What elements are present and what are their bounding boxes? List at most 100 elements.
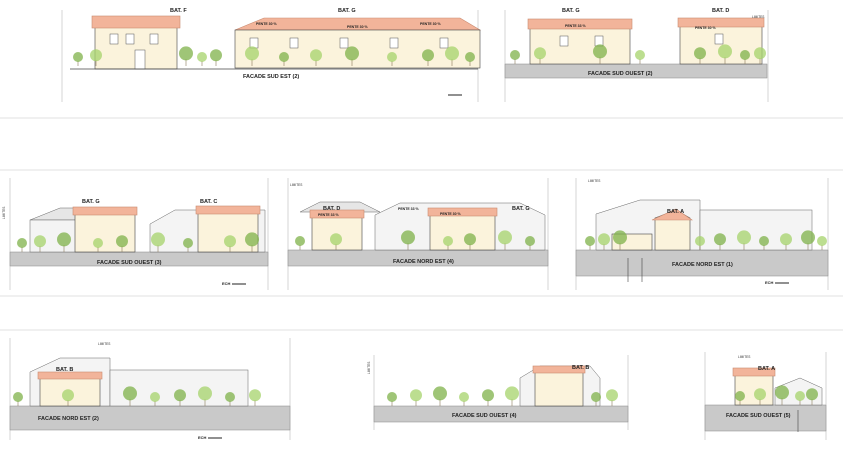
scale-bars	[208, 94, 789, 439]
tree-icon	[225, 392, 235, 402]
limits-label: LIMITES	[98, 342, 110, 346]
tree-icon	[387, 52, 397, 62]
limits-label: LIMITES	[588, 179, 600, 183]
row-separators	[0, 117, 843, 331]
scale-label: ECH	[222, 281, 231, 286]
bat-label: BAT. G	[82, 199, 100, 205]
tree-icon	[174, 389, 186, 402]
labels: BAT. F BAT. G PENTE 30 % PENTE 30 % PENT…	[2, 8, 791, 440]
tree-icon	[737, 230, 751, 245]
tree-icon	[754, 47, 766, 60]
tree-icon	[13, 392, 23, 402]
tree-icon	[116, 235, 128, 248]
bat-label: BAT. F	[170, 8, 187, 14]
bat-label: BAT. B	[572, 365, 589, 371]
limits-label: LIMITES	[290, 183, 302, 187]
tree-icon	[613, 230, 627, 245]
tree-icon	[210, 49, 222, 62]
slope-label: PENTE 30 %	[347, 25, 369, 29]
slope-label: PENTE 30 %	[440, 212, 462, 216]
tree-icon	[593, 44, 607, 59]
tree-icon	[62, 389, 74, 402]
tree-icon	[759, 236, 769, 246]
tree-icon	[606, 389, 618, 402]
tree-icon	[443, 236, 453, 246]
tree-layer	[13, 44, 827, 406]
elevation-title: FACADE SUD OUEST (5)	[726, 413, 791, 419]
tree-icon	[90, 49, 102, 62]
tree-icon	[775, 385, 789, 400]
bat-label: BAT. C	[200, 199, 217, 205]
tree-icon	[505, 386, 519, 401]
tree-icon	[754, 388, 766, 401]
slope-label: PENTE 33 %	[565, 24, 587, 28]
tree-icon	[464, 233, 476, 246]
tree-icon	[817, 236, 827, 246]
tree-icon	[498, 230, 512, 245]
elevation-title: FACADE SUD EST (2)	[243, 74, 299, 80]
tree-icon	[279, 52, 289, 62]
tree-icon	[123, 386, 137, 401]
tree-icon	[179, 46, 193, 61]
tree-icon	[735, 391, 745, 401]
elevation-facade-sud-ouest-4	[373, 355, 629, 430]
tree-icon	[459, 392, 469, 402]
slope-label: PENTE 30 %	[420, 22, 442, 26]
elevation-facade-sud-ouest-3	[9, 178, 269, 290]
elevation-facade-sud-ouest-2	[504, 10, 769, 102]
tree-icon	[806, 388, 818, 401]
elevation-facade-sud-est-2	[61, 10, 482, 102]
bat-label: BAT. D	[712, 8, 729, 14]
tree-icon	[795, 391, 805, 401]
scale-label: ECH	[765, 280, 774, 285]
bat-label: BAT. A	[758, 366, 775, 372]
elevation-title: FACADE NORD EST (1)	[672, 262, 733, 268]
tree-icon	[598, 233, 610, 246]
tree-icon	[249, 389, 261, 402]
tree-icon	[525, 236, 535, 246]
elevation-title: FACADE SUD OUEST (2)	[588, 71, 653, 77]
tree-icon	[694, 47, 706, 60]
elevation-title: FACADE NORD EST (2)	[38, 416, 99, 422]
tree-icon	[635, 50, 645, 60]
tree-icon	[198, 386, 212, 401]
tree-icon	[465, 52, 475, 62]
slope-label: PENTE 30 %	[256, 22, 278, 26]
tree-icon	[245, 232, 259, 247]
elevation-title: FACADE NORD EST (4)	[393, 259, 454, 265]
tree-icon	[534, 47, 546, 60]
elevation-title: FACADE SUD OUEST (4)	[452, 413, 517, 419]
tree-icon	[410, 389, 422, 402]
tree-icon	[93, 238, 103, 248]
tree-icon	[510, 50, 520, 60]
tree-icon	[585, 236, 595, 246]
tree-icon	[295, 236, 305, 246]
elevation-facade-nord-est-1	[575, 178, 829, 290]
slope-label: PENTE 33 %	[398, 207, 420, 211]
tree-icon	[17, 238, 27, 248]
limits-label: LIMITES	[752, 15, 764, 19]
tree-icon	[34, 235, 46, 248]
tree-icon	[433, 386, 447, 401]
tree-icon	[422, 49, 434, 62]
tree-icon	[780, 233, 792, 246]
slope-label: PENTE 33 %	[318, 213, 340, 217]
scale-label: ECH	[198, 435, 207, 440]
bat-label: BAT. B	[56, 367, 73, 373]
bat-label: BAT. A	[667, 209, 684, 215]
bat-label: BAT. D	[323, 206, 340, 212]
tree-icon	[197, 52, 207, 62]
limits-label: LIMITES	[738, 355, 750, 359]
tree-icon	[345, 46, 359, 61]
tree-icon	[151, 232, 165, 247]
tree-icon	[591, 392, 601, 402]
bat-label: BAT. G	[512, 206, 530, 212]
tree-icon	[740, 50, 750, 60]
elevation-facade-nord-est-2b	[9, 338, 291, 440]
tree-icon	[330, 233, 342, 246]
elevation-title: FACADE SUD OUEST (3)	[97, 260, 162, 266]
tree-icon	[245, 46, 259, 61]
tree-icon	[482, 389, 494, 402]
tree-icon	[695, 236, 705, 246]
